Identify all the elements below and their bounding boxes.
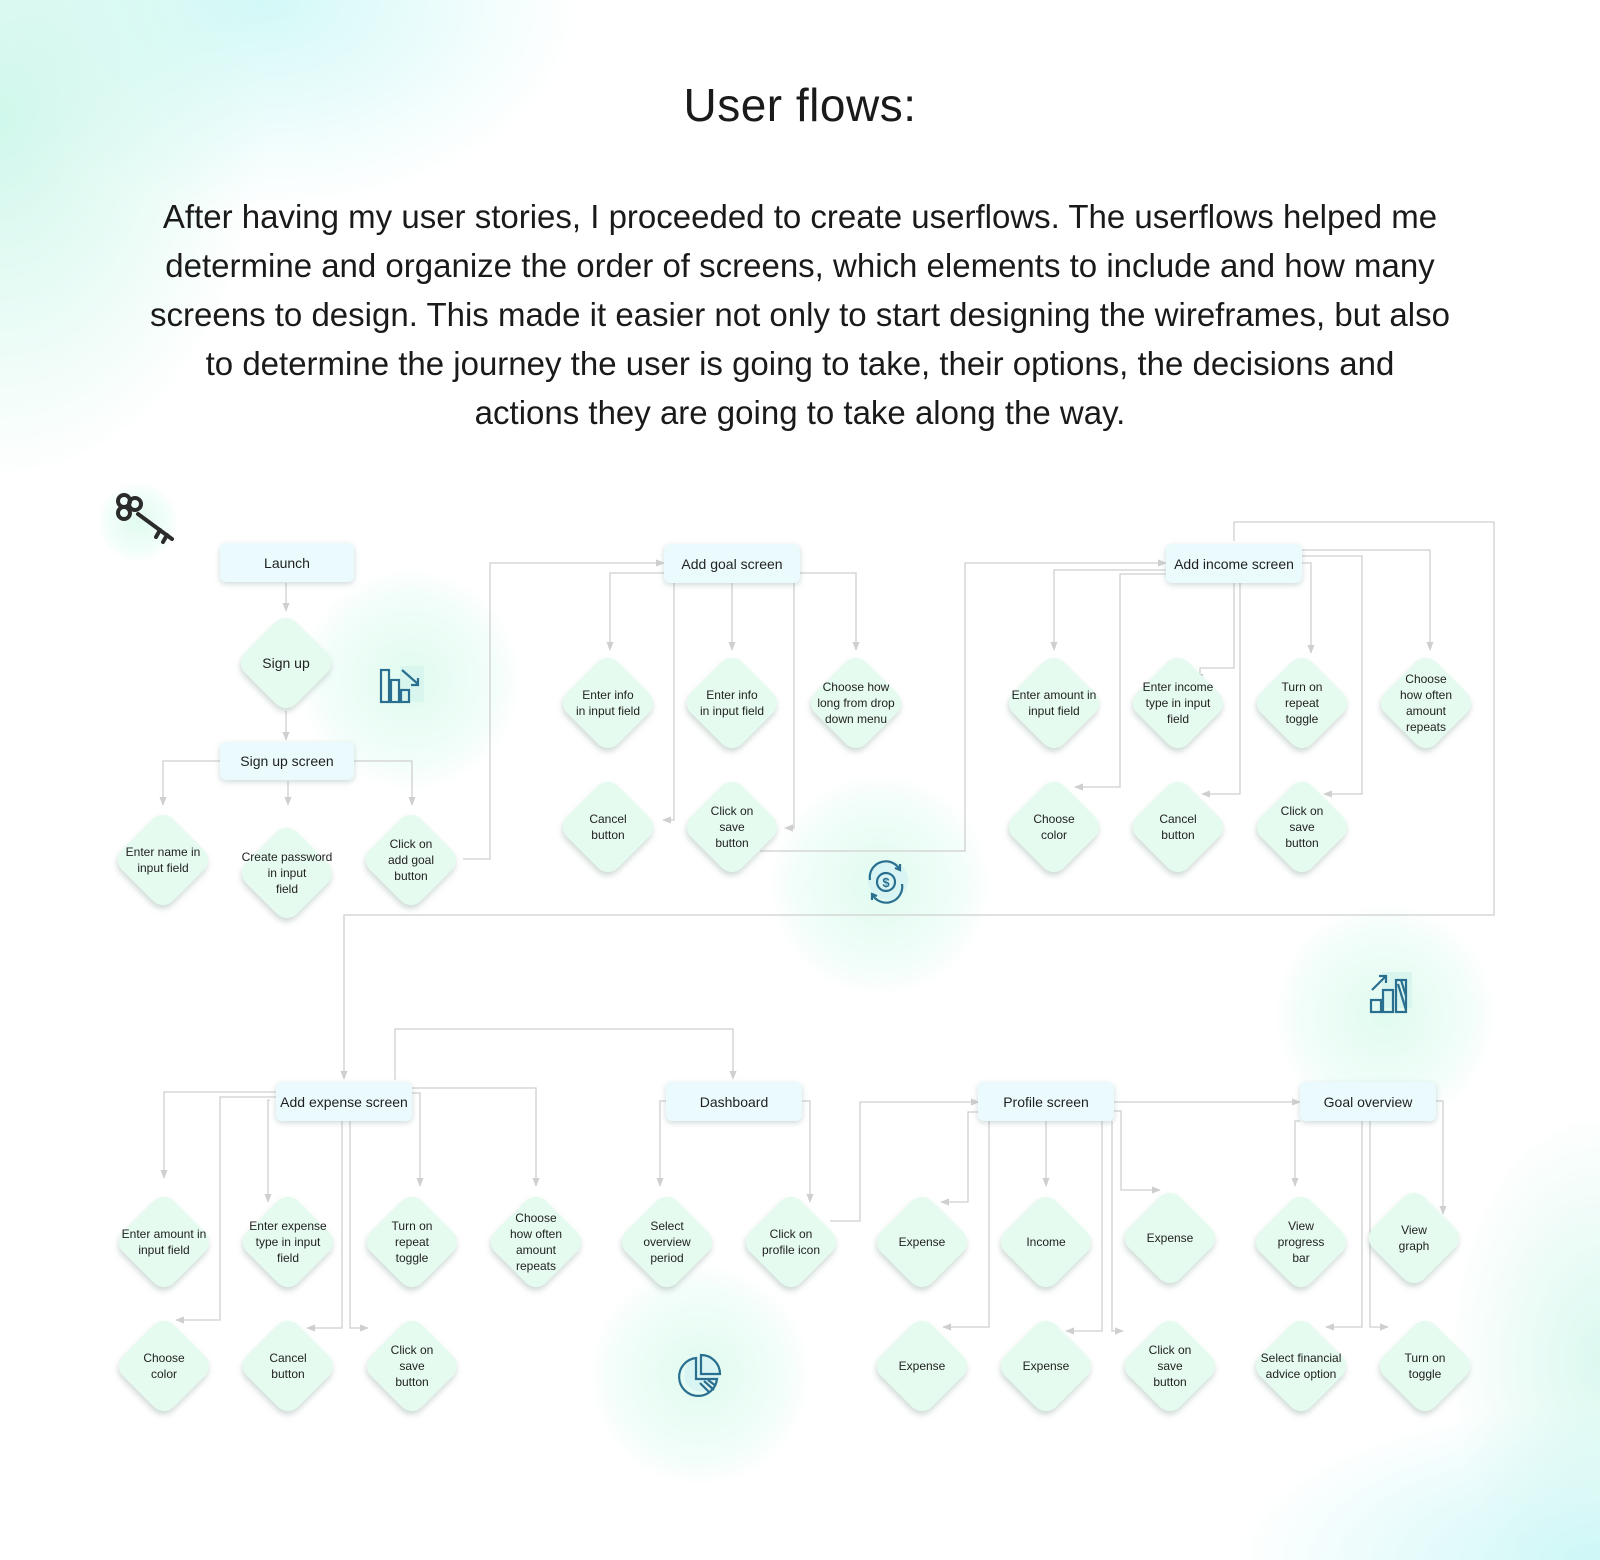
decor-glow xyxy=(98,482,178,562)
step-view-progress: View progress bar xyxy=(1249,1190,1353,1294)
step-expense-enter-amount: Enter amount in input field xyxy=(112,1190,216,1294)
step-select-advice: Select financial advice option xyxy=(1249,1314,1353,1418)
connector xyxy=(1434,1100,1447,1215)
svg-text:$: $ xyxy=(882,875,890,890)
connector xyxy=(410,1092,424,1187)
step-income-repeat: Turn on repeat toggle xyxy=(1250,651,1354,755)
connector xyxy=(264,1099,272,1203)
step-sign-up: Sign up xyxy=(234,611,338,715)
dollar-cycle-icon: $ xyxy=(868,860,908,904)
screen-profile: Profile screen xyxy=(978,1082,1114,1121)
step-profile-expense-2: Expense xyxy=(1118,1186,1222,1290)
step-income-color: Choose color xyxy=(1002,775,1106,879)
step-expense-save: Click on save button xyxy=(360,1314,464,1418)
pie-chart-icon xyxy=(678,1353,722,1397)
key-icon xyxy=(116,493,174,544)
connector xyxy=(463,559,665,860)
connector xyxy=(160,1091,277,1179)
step-click-profile: Click on profile icon xyxy=(739,1190,843,1294)
connector xyxy=(760,559,1167,852)
connector xyxy=(1369,1121,1389,1331)
step-goal-cancel: Cancel button xyxy=(556,775,660,879)
page-title: User flows: xyxy=(683,79,917,131)
connector xyxy=(801,1100,814,1203)
connector xyxy=(1302,549,1434,651)
screen-dashboard: Dashboard xyxy=(666,1082,802,1121)
connector xyxy=(830,1098,980,1222)
chart-growth-icon xyxy=(1369,972,1412,1014)
connector xyxy=(340,521,1495,1080)
connector xyxy=(942,1121,990,1331)
step-income-enter-type: Enter income type in input field xyxy=(1126,651,1230,755)
connector xyxy=(940,1111,979,1206)
connector xyxy=(800,572,860,651)
connector xyxy=(1065,1121,1103,1335)
connector xyxy=(404,1087,540,1187)
step-profile-income: Income xyxy=(994,1190,1098,1294)
connector xyxy=(662,583,675,824)
screen-goal-overview: Goal overview xyxy=(1300,1082,1436,1121)
step-income-cancel: Cancel button xyxy=(1126,775,1230,879)
screen-add-income: Add income screen xyxy=(1166,544,1302,583)
connector xyxy=(1298,562,1315,654)
connector xyxy=(1113,1110,1161,1194)
intro-paragraph: After having my user stories, I proceede… xyxy=(150,198,1450,431)
step-income-enter-amount: Enter amount in input field xyxy=(1002,651,1106,755)
connector xyxy=(784,583,795,832)
step-profile-expense-4: Expense xyxy=(994,1314,1098,1418)
step-view-graph: View graph xyxy=(1362,1186,1466,1290)
step-expense-repeat: Turn on repeat toggle xyxy=(360,1190,464,1294)
step-expense-how-often: Choose how often amount repeats xyxy=(484,1190,588,1294)
step-click-add-goal: Click on add goal button xyxy=(359,808,463,912)
connector xyxy=(175,1096,277,1324)
step-create-password: Create password in input field xyxy=(235,821,339,925)
connector xyxy=(306,1120,343,1332)
step-goal-save: Click on save button xyxy=(680,775,784,879)
step-profile-save: Click on save button xyxy=(1118,1314,1222,1418)
step-income-how-often: Choose how often amount repeats xyxy=(1374,651,1478,755)
connector xyxy=(159,760,220,806)
step-goal-choose-how-long: Choose how long from drop down menu xyxy=(804,651,908,755)
step-expense-cancel: Cancel button xyxy=(236,1314,340,1418)
screen-sign-up: Sign up screen xyxy=(220,742,354,780)
step-turn-on-toggle: Turn on toggle xyxy=(1373,1314,1477,1418)
connector xyxy=(1325,1121,1363,1331)
connector xyxy=(1201,583,1241,798)
step-income-save: Click on save button xyxy=(1250,775,1354,879)
connector xyxy=(1302,555,1363,798)
step-profile-expense-1: Expense xyxy=(870,1190,974,1294)
screen-add-expense: Add expense screen xyxy=(276,1082,412,1121)
connector xyxy=(1291,1120,1300,1187)
step-goal-enter-info-2: Enter info in input field xyxy=(680,651,784,755)
connector xyxy=(606,572,664,651)
chart-arrow-icon xyxy=(379,666,424,704)
connector xyxy=(1111,1121,1124,1335)
step-goal-enter-info-1: Enter info in input field xyxy=(556,651,660,755)
connector xyxy=(656,1100,668,1187)
screen-launch: Launch xyxy=(220,543,354,582)
step-profile-expense-3: Expense xyxy=(870,1314,974,1418)
screen-add-goal: Add goal screen xyxy=(664,544,800,583)
step-enter-name: Enter name in input field xyxy=(111,808,215,912)
connector xyxy=(394,1028,737,1080)
connector xyxy=(354,760,416,806)
step-expense-color: Choose color xyxy=(112,1314,216,1418)
step-expense-enter-type: Enter expense type in input field xyxy=(236,1190,340,1294)
connector xyxy=(1050,569,1170,651)
step-select-period: Select overview period xyxy=(615,1190,719,1294)
connector xyxy=(349,1120,369,1332)
